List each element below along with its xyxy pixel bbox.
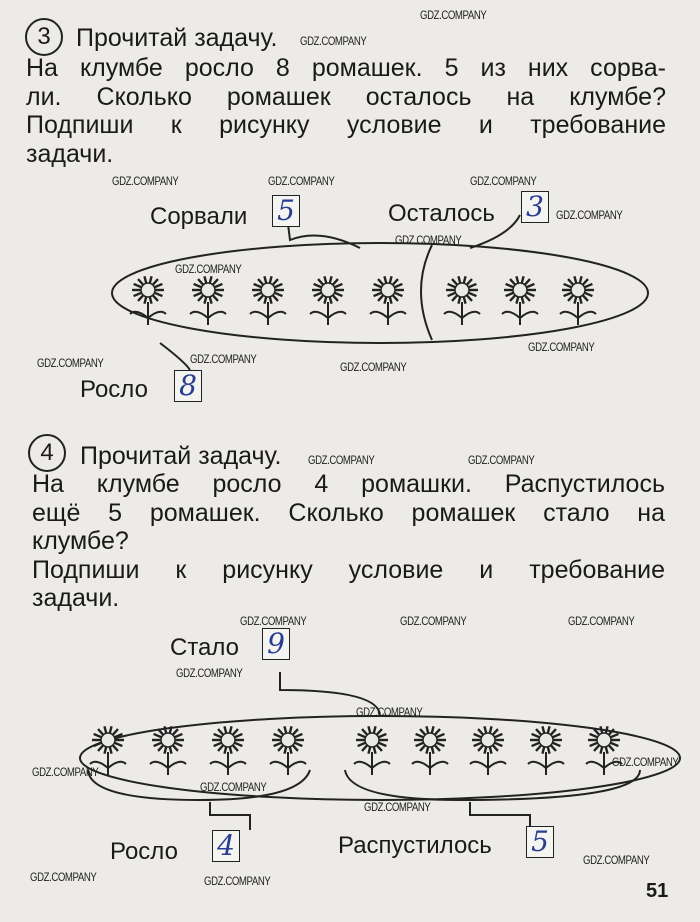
daisy-icon xyxy=(369,276,407,325)
answer-box-left[interactable]: 3 xyxy=(521,191,549,223)
arrow-bloomed xyxy=(469,802,531,828)
watermark: GDZ.COMPANY xyxy=(300,34,367,48)
bracket-left xyxy=(87,769,311,802)
watermark: GDZ.COMPANY xyxy=(400,614,467,628)
watermark: GDZ.COMPANY xyxy=(240,614,307,628)
arrow-became xyxy=(279,672,381,717)
watermark: GDZ.COMPANY xyxy=(583,853,650,867)
watermark: GDZ.COMPANY xyxy=(200,780,267,794)
daisy-icon xyxy=(149,726,187,775)
watermark: GDZ.COMPANY xyxy=(204,874,271,888)
task-3-line: ли. Сколько ромашек осталось на клумбе? xyxy=(26,82,666,111)
task-4-line: Подпиши к рисунку условие и требование xyxy=(32,555,665,584)
watermark: GDZ.COMPANY xyxy=(556,208,623,222)
watermark: GDZ.COMPANY xyxy=(420,8,487,22)
answer-box-grew-4[interactable]: 4 xyxy=(212,830,240,862)
daisy-icon xyxy=(209,726,247,775)
label-grew-4: Росло xyxy=(110,838,178,865)
daisy-icon xyxy=(129,276,167,325)
watermark: GDZ.COMPANY xyxy=(612,755,679,769)
daisy-icon xyxy=(501,276,539,325)
task-3-line: задачи. xyxy=(26,139,114,168)
label-became: Стало xyxy=(170,634,240,661)
watermark: GDZ.COMPANY xyxy=(568,614,635,628)
arrow-left xyxy=(469,214,521,249)
task-4-line: ещё 5 ромашек. Сколько ромашек стало на xyxy=(32,498,665,527)
watermark: GDZ.COMPANY xyxy=(30,870,97,884)
watermark: GDZ.COMPANY xyxy=(175,262,242,276)
label-grew: Росло xyxy=(80,376,148,403)
daisy-icon xyxy=(189,276,227,325)
task-3-line: Подпиши к рисунку условие и требование xyxy=(26,111,666,139)
watermark: GDZ.COMPANY xyxy=(364,800,431,814)
task-4-line: клумбе? xyxy=(32,527,129,555)
task-4-line: задачи. xyxy=(32,584,120,612)
watermark: GDZ.COMPANY xyxy=(308,453,375,467)
answer-box-grew[interactable]: 8 xyxy=(174,370,202,402)
task-3-line: На клумбе росло 8 ромашек. 5 из них сорв… xyxy=(26,54,666,82)
task-4-line: На клумбе росло 4 ромашки. Распустилось xyxy=(32,470,665,498)
daisy-icon xyxy=(353,726,391,775)
arrow-picked xyxy=(287,223,361,249)
watermark: GDZ.COMPANY xyxy=(468,453,535,467)
label-picked: Сорвали xyxy=(150,203,248,230)
watermark: GDZ.COMPANY xyxy=(340,360,407,374)
watermark: GDZ.COMPANY xyxy=(190,352,257,366)
page-number: 51 xyxy=(646,880,669,902)
task-4-text: На клумбе росло 4 ромашки. Распустилось … xyxy=(32,470,665,613)
watermark: GDZ.COMPANY xyxy=(37,356,104,370)
label-left: Осталось xyxy=(388,200,495,227)
task-4-title: Прочитай задачу. xyxy=(80,442,282,470)
arrow-grew-4 xyxy=(209,802,251,830)
watermark: GDZ.COMPANY xyxy=(528,340,595,354)
daisy-icon xyxy=(269,726,307,775)
watermark: GDZ.COMPANY xyxy=(268,174,335,188)
daisy-icon xyxy=(89,726,127,775)
watermark: GDZ.COMPANY xyxy=(32,765,99,779)
daisy-icon xyxy=(411,726,449,775)
task-3-title: Прочитай задачу. xyxy=(76,24,278,52)
task-3-number: 3 xyxy=(25,18,63,56)
answer-box-became[interactable]: 9 xyxy=(262,628,290,660)
daisy-icon xyxy=(585,726,623,775)
watermark: GDZ.COMPANY xyxy=(470,174,537,188)
divider-curve xyxy=(420,244,433,341)
watermark: GDZ.COMPANY xyxy=(356,705,423,719)
watermark: GDZ.COMPANY xyxy=(395,233,462,247)
watermark: GDZ.COMPANY xyxy=(176,666,243,680)
daisy-icon xyxy=(249,276,287,325)
label-bloomed: Распустилось xyxy=(338,832,492,859)
daisy-icon xyxy=(469,726,507,775)
task-3-text: На клумбе росло 8 ромашек. 5 из них сорв… xyxy=(26,54,666,168)
answer-box-bloomed[interactable]: 5 xyxy=(526,826,554,858)
daisy-icon xyxy=(527,726,565,775)
flowerbed-oval xyxy=(111,242,649,344)
answer-box-picked[interactable]: 5 xyxy=(272,195,300,227)
arrow-grew xyxy=(159,342,191,371)
task-4-number: 4 xyxy=(28,434,66,472)
daisy-icon xyxy=(309,276,347,325)
daisy-icon xyxy=(443,276,481,325)
daisy-icon xyxy=(559,276,597,325)
bracket-right xyxy=(344,769,641,802)
watermark: GDZ.COMPANY xyxy=(112,174,179,188)
